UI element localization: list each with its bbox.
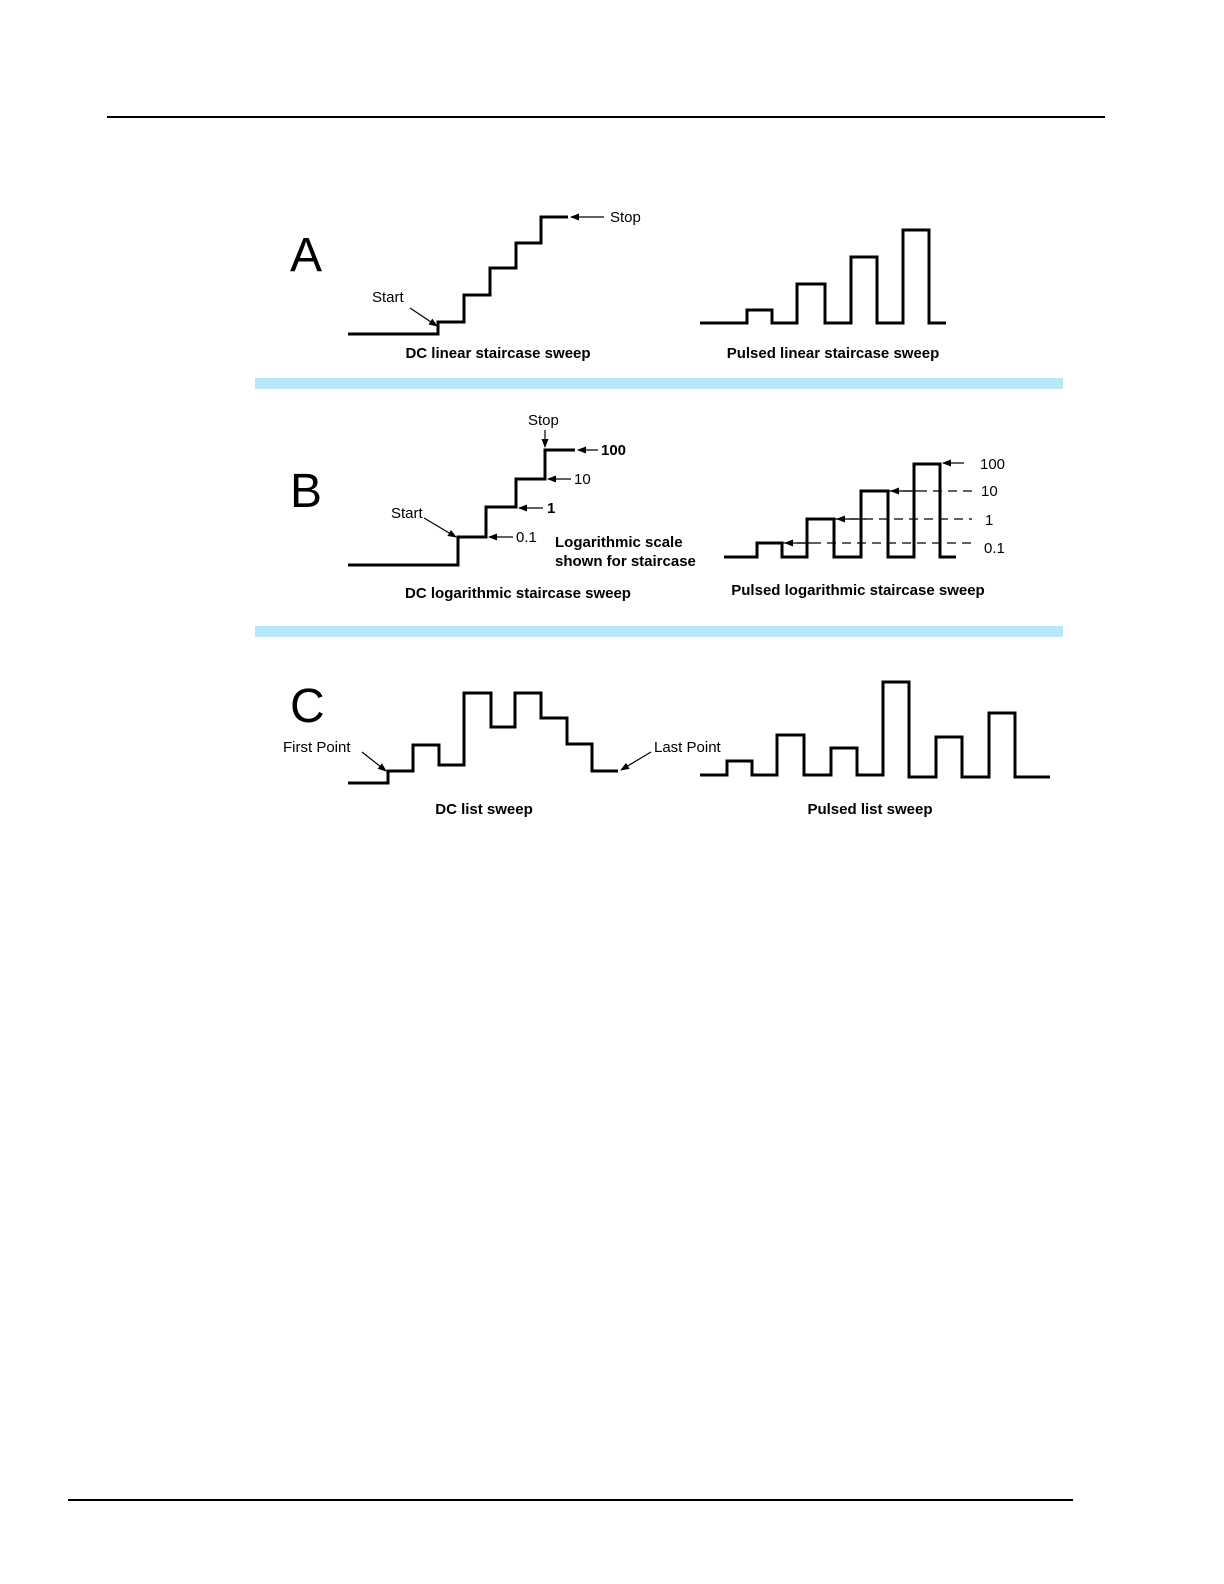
last-point-arrow <box>621 752 651 770</box>
pulsed-level-label-100: 100 <box>980 456 1005 473</box>
start-label: Start <box>391 505 424 522</box>
pulsed-level-label-1: 1 <box>985 512 993 529</box>
log-scale-note-line2: shown for staircase <box>555 553 696 570</box>
section-c: C First Point Last Point DC list sweep P… <box>283 680 1050 818</box>
dc-list-sweep-waveform <box>348 693 618 783</box>
dc-list-sweep: First Point Last Point DC list sweep <box>283 693 722 818</box>
dc-list-caption: DC list sweep <box>435 801 533 818</box>
section-a: A Start Stop DC linear staircase sweep P… <box>290 209 946 362</box>
pulsed-list-caption: Pulsed list sweep <box>807 801 932 818</box>
pulsed-log-caption: Pulsed logarithmic staircase sweep <box>731 582 984 599</box>
stop-label: Stop <box>528 412 559 429</box>
pulsed-level-label-10: 10 <box>981 483 998 500</box>
level-label-1: 1 <box>547 500 555 517</box>
dc-linear-staircase-waveform <box>348 217 568 334</box>
section-b: B Start Stop 100 10 1 0.1 Logarithmic sc… <box>290 412 1005 602</box>
pulsed-list-sweep: Pulsed list sweep <box>700 682 1050 818</box>
first-point-label: First Point <box>283 739 351 756</box>
dc-linear-staircase: Start Stop DC linear staircase sweep <box>348 209 641 362</box>
dc-linear-caption: DC linear staircase sweep <box>405 345 590 362</box>
pulsed-linear-staircase-waveform <box>700 230 946 323</box>
level-label-10: 10 <box>574 471 591 488</box>
start-label: Start <box>372 289 405 306</box>
pulsed-level-label-0-1: 0.1 <box>984 540 1005 557</box>
pulsed-linear-staircase: Pulsed linear staircase sweep <box>700 230 946 362</box>
level-label-100: 100 <box>601 442 626 459</box>
last-point-label: Last Point <box>654 739 722 756</box>
section-c-letter: C <box>290 680 325 733</box>
section-a-letter: A <box>290 229 322 282</box>
pulsed-list-sweep-waveform <box>700 682 1050 777</box>
start-arrow <box>424 518 456 537</box>
section-b-letter: B <box>290 465 322 518</box>
stop-label: Stop <box>610 209 641 226</box>
start-arrow <box>410 308 437 326</box>
dc-log-caption: DC logarithmic staircase sweep <box>405 585 631 602</box>
pulsed-linear-caption: Pulsed linear staircase sweep <box>727 345 940 362</box>
dc-log-staircase: Start Stop 100 10 1 0.1 Logarithmic scal… <box>348 412 696 602</box>
log-scale-note-line1: Logarithmic scale <box>555 534 683 551</box>
first-point-arrow <box>362 752 386 771</box>
level-label-0-1: 0.1 <box>516 529 537 546</box>
pulsed-log-staircase: 100 10 1 0.1 Pulsed logarithmic staircas… <box>724 456 1005 599</box>
